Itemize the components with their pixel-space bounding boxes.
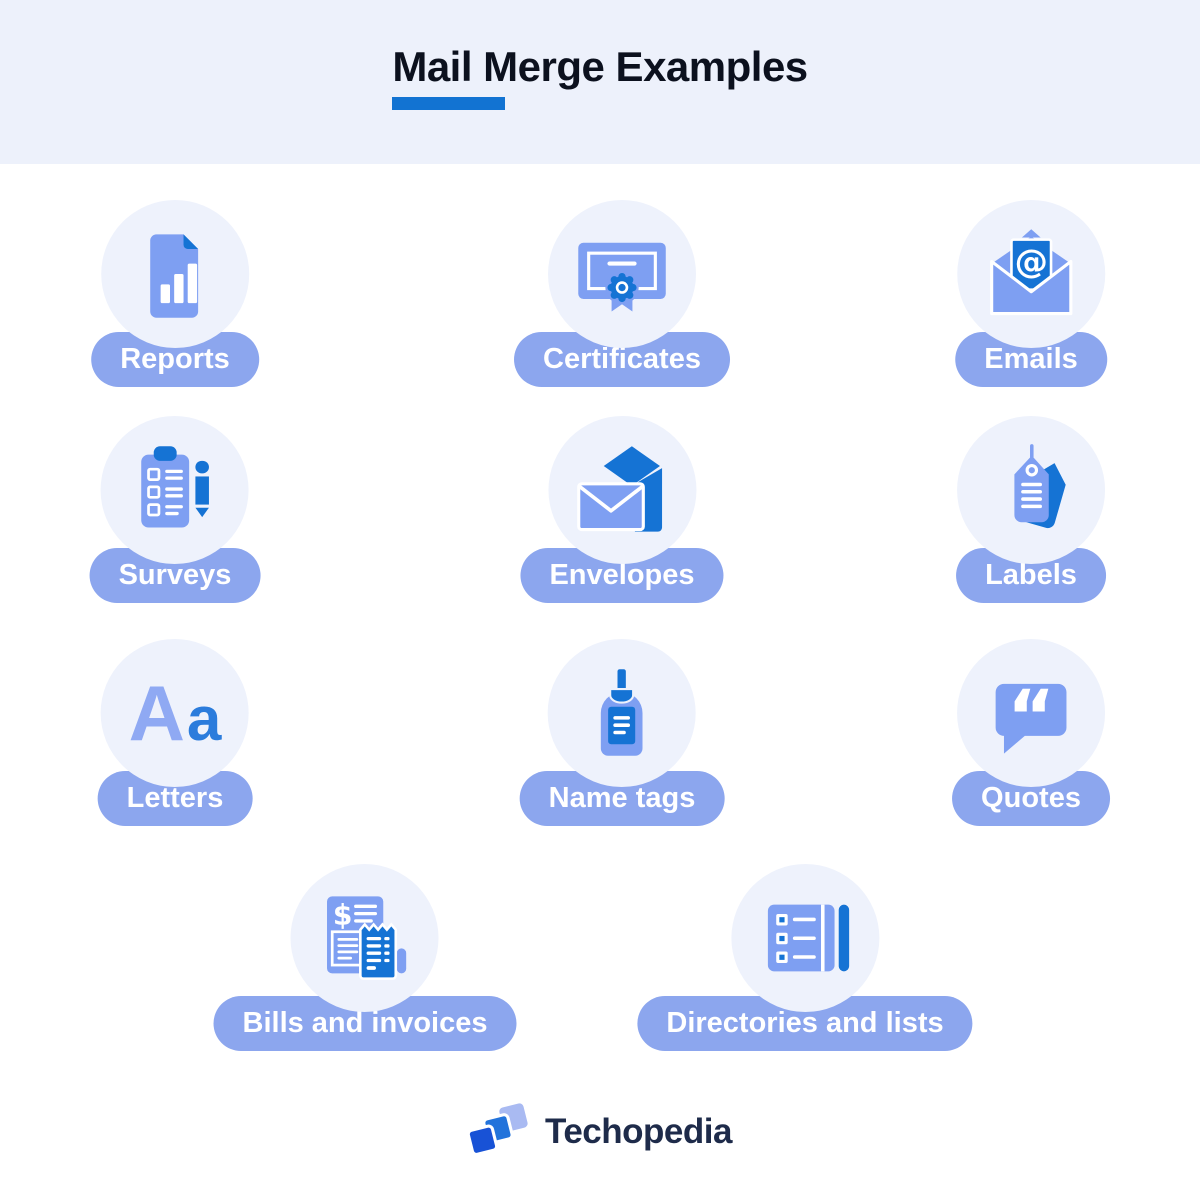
card-bills-invoices: $ [213,864,517,1051]
certificates-icon-circle [548,200,696,348]
name-tags-icon-circle [547,639,696,787]
surveys-label: Surveys [89,548,261,603]
bills-icon-circle: $ [290,864,439,1012]
quotes-label: Quotes [952,771,1110,826]
grid-row-4: $ [0,864,1200,1051]
reports-icon-circle [100,200,249,348]
quotes-icon-circle: “ [957,639,1105,787]
emails-icon-circle: @ [957,200,1105,348]
labels-label: Labels [956,548,1106,603]
card-emails: @ Emails [955,200,1107,387]
certificates-label: Certificates [514,332,730,387]
card-directories-lists: Directories and lists [637,864,973,1051]
quote-bubble-icon: “ [995,675,1067,760]
tag-label-icon [1014,444,1066,529]
bills-invoices-label: Bills and invoices [213,996,517,1051]
grid-row-1: Reports Certificates [0,200,1200,387]
title-underline [392,97,506,111]
envelopes-icon [576,446,662,532]
at-sign-glyph: @ [1014,242,1047,281]
card-certificates: Certificates [514,200,730,387]
card-quotes: “ Quotes [952,639,1110,826]
card-labels: Labels [956,416,1106,603]
envelopes-icon-circle [548,416,696,564]
letter-a-glyph: a [186,685,222,754]
dollar-sign-glyph: $ [333,898,353,931]
email-envelope-icon: @ [989,229,1073,316]
techopedia-logo-icon [468,1103,528,1156]
card-envelopes: Envelopes [520,416,724,603]
certificate-icon [578,242,666,312]
envelopes-label: Envelopes [520,548,724,603]
card-surveys: Surveys [89,416,261,603]
invoice-receipt-icon: $ [327,896,407,980]
header-band: Mail Merge Examples [0,0,1200,164]
directory-list-icon [767,904,849,972]
title-block: Mail Merge Examples [392,43,808,111]
grid-row-2: Surveys Envelopes [0,416,1200,603]
report-document-icon [149,234,198,318]
badge-name-tag-icon [601,667,643,756]
page-title: Mail Merge Examples [392,43,808,90]
directories-icon-circle [731,864,879,1012]
clipboard-checklist-icon [141,446,210,528]
quotation-marks-glyph: “ [1007,675,1055,760]
card-reports: Reports [91,200,259,387]
brand-name: Techopedia [545,1112,732,1151]
card-name-tags: Name tags [519,639,725,826]
letter-A-glyph: A [128,669,185,757]
surveys-icon-circle [100,416,249,564]
labels-icon-circle [957,416,1105,564]
footer-brand: Techopedia [0,1103,1200,1161]
